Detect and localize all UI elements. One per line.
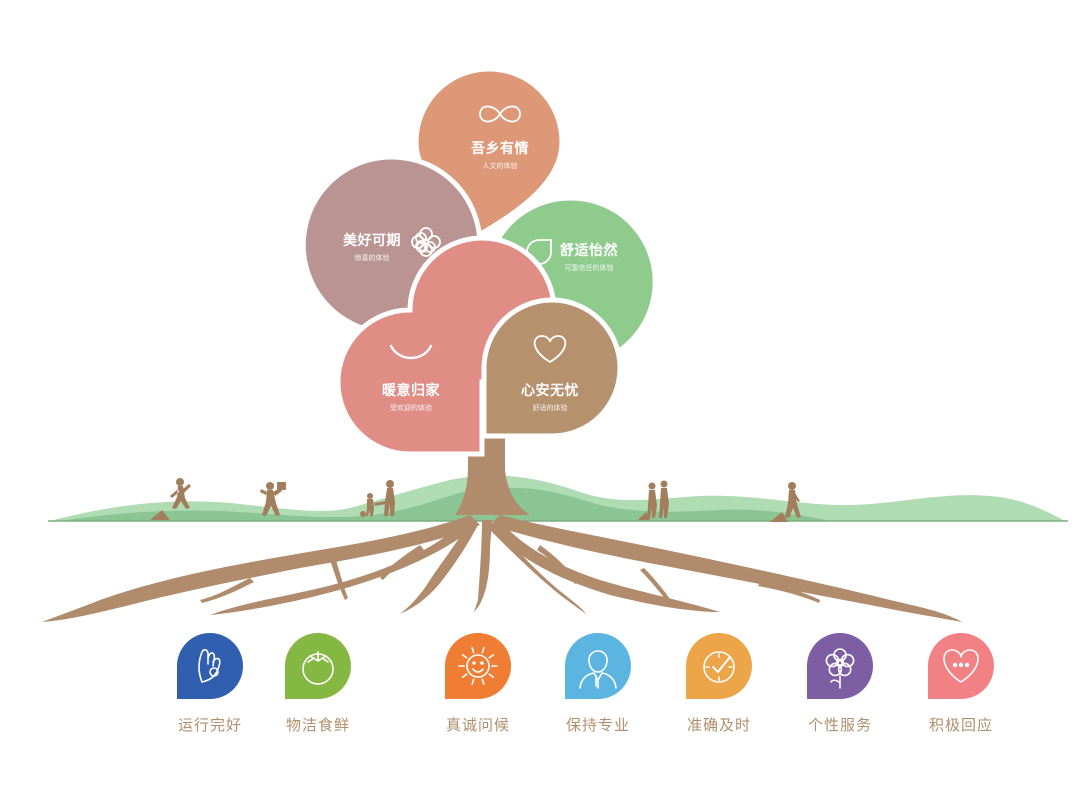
sun-smile-icon (458, 647, 498, 685)
chat-heart-icon (943, 649, 979, 683)
hills (48, 475, 1068, 522)
leaf-label-wuxiang: 吾乡有情人文的体验 (440, 138, 560, 171)
badge-shape (686, 633, 752, 699)
leaf-subtitle: 受欢迎的体验 (390, 404, 432, 412)
badge-1 (177, 633, 243, 699)
silhouette-family (360, 480, 395, 517)
tree-leaves (300, 66, 658, 457)
leaf-title: 吾乡有情 (471, 141, 529, 157)
root-small-c (640, 568, 673, 605)
leaf-icon (526, 239, 552, 265)
badge-shape (177, 633, 243, 699)
clock-icon (703, 651, 735, 683)
leaf-label-xinan: 心安无忧舒适的体验 (490, 380, 610, 413)
root-main-left (42, 515, 480, 622)
leaf-title: 心安无忧 (521, 383, 579, 399)
leaf-title: 暖意归家 (382, 383, 440, 399)
badge-shape (445, 633, 511, 699)
service-badges (177, 633, 994, 699)
silhouette-runner (150, 478, 191, 520)
tree-roots (42, 432, 962, 622)
badge-label: 准确及时 (686, 716, 751, 734)
root-small-d (758, 582, 820, 603)
leaf-label-nuanyi: 暖意归家受欢迎的体验 (351, 380, 471, 413)
badge-label: 保持专业 (565, 716, 630, 734)
badge-label: 个性服务 (807, 716, 872, 734)
badge-label: 真诚问候 (445, 716, 510, 734)
badge-2 (285, 633, 351, 699)
root-small-b (200, 578, 254, 603)
smile-icon (389, 344, 433, 360)
root-center (474, 520, 492, 612)
root-right-2 (492, 520, 720, 612)
leaf-subtitle: 人文的体验 (482, 162, 518, 170)
leaf-label-shushi: 舒适怡然可靠信任的体验 (529, 240, 649, 273)
leaf-title: 美好可期 (343, 233, 401, 249)
badge-7 (928, 633, 994, 699)
ok-hand-icon (198, 649, 221, 683)
staff-person-icon (579, 650, 617, 689)
leaf-subtitle: 舒适的体验 (532, 404, 568, 412)
root-small-e (380, 545, 424, 580)
leaf-xinan (481, 297, 623, 439)
tomato-icon (302, 651, 334, 685)
leaf-subtitle: 惊喜的体验 (354, 254, 390, 262)
root-right-3 (488, 522, 586, 614)
infinity-icon (479, 105, 521, 123)
hill-front (60, 487, 830, 521)
root-small-a (330, 560, 348, 600)
silhouette-couple (638, 480, 669, 520)
root-main-right (490, 515, 962, 622)
leaf-label-meihao: 美好可期惊喜的体验 (312, 230, 432, 263)
badge-label: 积极回应 (928, 716, 993, 734)
root-left-3 (400, 522, 478, 614)
badge-shape (565, 633, 631, 699)
leaf-subtitle: 可靠信任的体验 (564, 264, 614, 272)
root-small-f (537, 545, 578, 584)
flower-icon (825, 648, 855, 689)
heart-icon (533, 335, 567, 364)
clover-icon (411, 227, 441, 257)
badge-label: 运行完好 (177, 716, 242, 734)
silhouette-hiker (770, 482, 801, 522)
badge-6 (807, 633, 873, 699)
leaf-title: 舒适怡然 (560, 243, 618, 259)
badge-3 (445, 633, 511, 699)
badge-label: 物洁食鲜 (285, 716, 350, 734)
badge-shape (285, 633, 351, 699)
people-silhouettes (150, 478, 801, 522)
badge-5 (686, 633, 752, 699)
silhouette-traveler (260, 482, 286, 516)
badge-4 (565, 633, 631, 699)
